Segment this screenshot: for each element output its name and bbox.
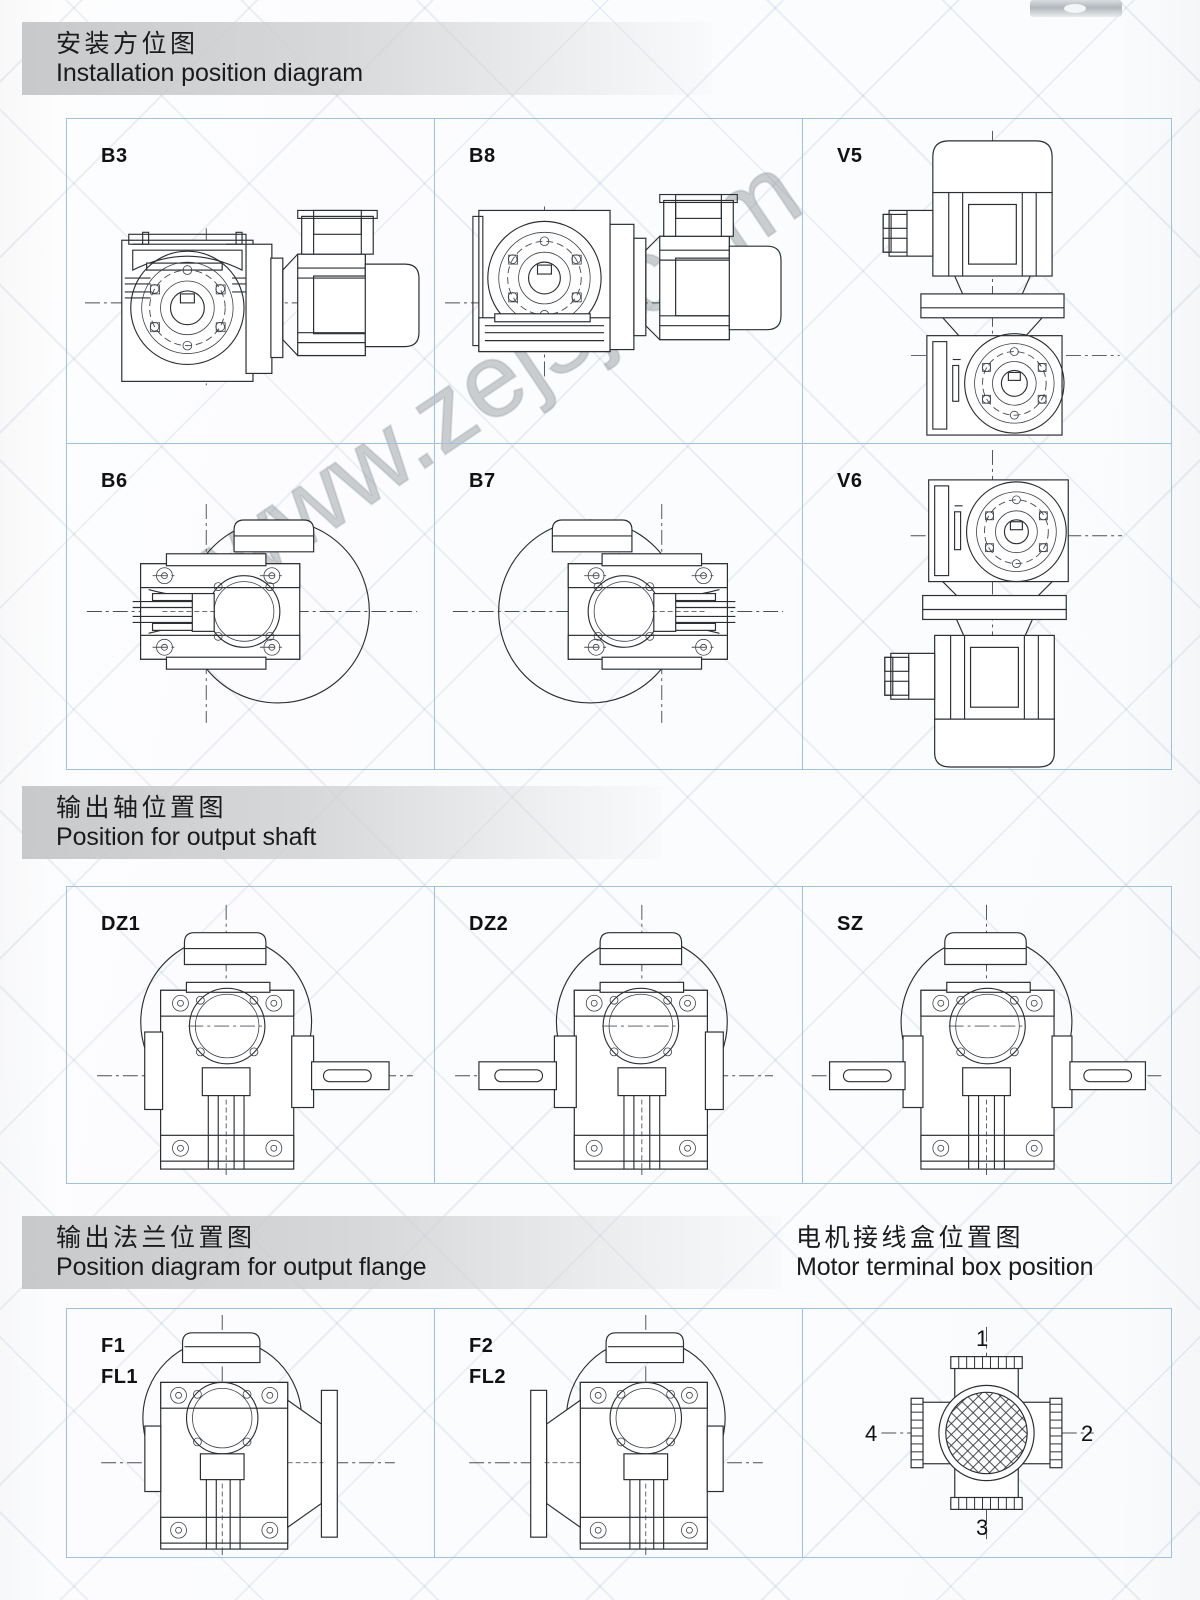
cell-dz2[interactable]: DZ2: [435, 887, 803, 1183]
section-header-output-shaft: 输出轴位置图 Position for output shaft: [22, 786, 662, 859]
section-title-en-terminal-box: Motor terminal box position: [796, 1252, 1094, 1281]
section-title-en-installation: Installation position diagram: [56, 58, 364, 87]
cell-label-v5: V5: [837, 145, 863, 167]
figure-terminal-box-cross: [803, 1309, 1171, 1557]
figure-f1-fl1: [67, 1309, 434, 1557]
cell-label-fl2: FL2: [469, 1366, 507, 1388]
figure-b6: [67, 444, 434, 769]
cell-b3[interactable]: B3: [67, 119, 435, 444]
cell-label-dz1: DZ1: [101, 913, 141, 935]
scan-artifact-speck: [1030, 0, 1122, 17]
cell-label-f2-fl2: F2 FL2: [469, 1331, 506, 1393]
figure-b3: [67, 119, 434, 443]
cell-label-dz2: DZ2: [469, 913, 509, 935]
cell-label-sz: SZ: [837, 913, 864, 935]
cell-b7[interactable]: B7: [435, 444, 803, 769]
terminal-box-position-3: 3: [976, 1515, 989, 1540]
figure-f2-fl2: [435, 1309, 802, 1557]
cell-sz[interactable]: SZ: [803, 887, 1171, 1183]
cell-dz1[interactable]: DZ1: [67, 887, 435, 1183]
figure-b8: [435, 119, 802, 443]
cell-f2-fl2[interactable]: F2 FL2: [435, 1309, 803, 1557]
cell-v6[interactable]: V6: [803, 444, 1171, 769]
cell-f1-fl1[interactable]: F1 FL1: [67, 1309, 435, 1557]
cell-label-b6: B6: [101, 470, 128, 492]
section-title-cn-installation: 安装方位图: [56, 29, 199, 58]
cell-b8[interactable]: B8: [435, 119, 803, 444]
figure-v6: [803, 444, 1171, 769]
cell-label-fl1: FL1: [101, 1366, 139, 1388]
section-header-output-flange: 输出法兰位置图 Position diagram for output flan…: [22, 1216, 782, 1289]
cell-label-b8: B8: [469, 145, 496, 167]
installation-position-table: B3: [66, 118, 1172, 770]
output-flange-position-table: F1 FL1: [66, 1308, 1172, 1558]
figure-v5: [803, 119, 1171, 443]
section-title-cn-terminal-box: 电机接线盒位置图: [796, 1223, 1025, 1252]
cell-label-f2: F2: [469, 1335, 494, 1357]
cell-terminal-box[interactable]: 1 2 3 4: [803, 1309, 1171, 1557]
terminal-box-position-2: 2: [1081, 1421, 1094, 1446]
figure-dz2: [435, 887, 802, 1183]
cell-label-b7: B7: [469, 470, 496, 492]
section-title-en-output-shaft: Position for output shaft: [56, 822, 317, 851]
section-header-terminal-box: 电机接线盒位置图 Motor terminal box position: [796, 1216, 1200, 1289]
figure-dz1: [67, 887, 434, 1183]
section-title-cn-output-flange: 输出法兰位置图: [56, 1223, 256, 1252]
cell-label-f1-fl1: F1 FL1: [101, 1331, 138, 1393]
section-title-cn-output-shaft: 输出轴位置图: [56, 793, 228, 822]
section-title-en-output-flange: Position diagram for output flange: [56, 1252, 427, 1281]
terminal-box-position-4: 4: [865, 1421, 878, 1446]
figure-sz: [803, 887, 1171, 1183]
section-header-installation: 安装方位图 Installation position diagram: [22, 22, 712, 95]
cell-label-v6: V6: [837, 470, 863, 492]
output-shaft-position-table: DZ1: [66, 886, 1172, 1184]
cell-b6[interactable]: B6: [67, 444, 435, 769]
terminal-box-position-1: 1: [976, 1326, 989, 1351]
cell-label-b3: B3: [101, 145, 128, 167]
cell-v5[interactable]: V5: [803, 119, 1171, 444]
cell-label-f1: F1: [101, 1335, 126, 1357]
figure-b7: [435, 444, 802, 769]
